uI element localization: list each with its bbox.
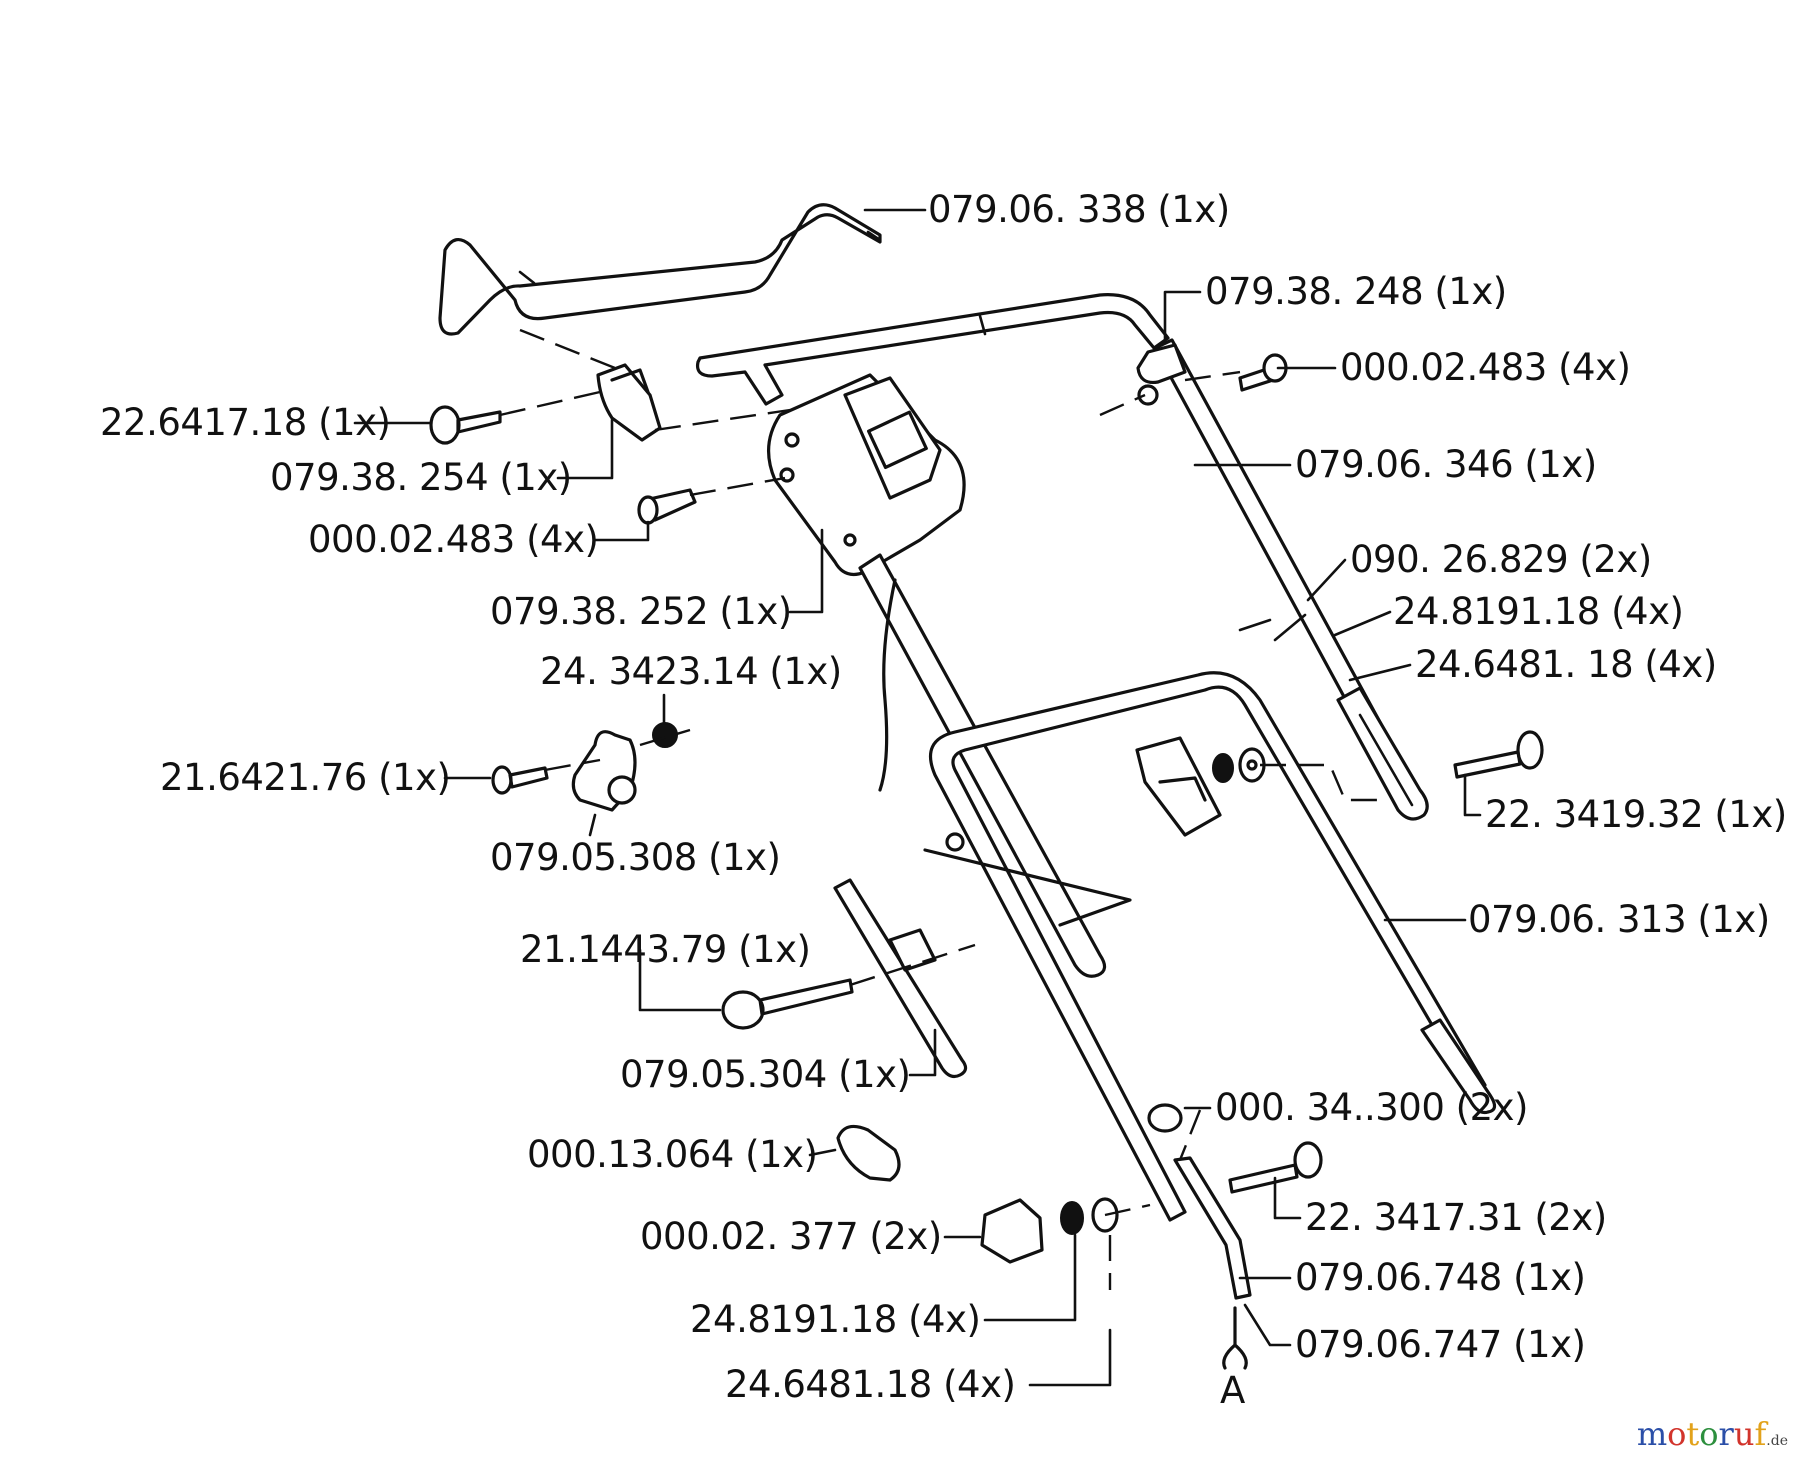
watermark-logo: motoruf.de — [1637, 1415, 1788, 1453]
label-cap: 000. 34..300 (2x) — [1215, 1086, 1528, 1129]
label-washer-right-1: 24.8191.18 (4x) — [1393, 590, 1683, 633]
label-bolt-lower: 22. 3417.31 (2x) — [1305, 1196, 1607, 1239]
watermark-letter: o — [1667, 1415, 1687, 1453]
label-washer-lower-1: 24.8191.18 (4x) — [690, 1298, 980, 1341]
watermark-letter: o — [1699, 1415, 1719, 1453]
watermark-letter: m — [1636, 1415, 1668, 1453]
switch-button — [867, 410, 928, 470]
adjuster-rod — [833, 878, 968, 1079]
bolt-right-head — [1516, 730, 1544, 770]
right-clip-hole — [1137, 384, 1159, 406]
bolt-adjuster-head — [721, 990, 765, 1030]
leader-lines — [353, 208, 1482, 1387]
parts-drawing — [429, 203, 1544, 1370]
washer-right-1 — [1212, 753, 1234, 783]
lower-frame-hole — [945, 832, 965, 852]
bolt-lower-head — [1293, 1141, 1323, 1179]
cable-tie-2 — [1273, 613, 1307, 642]
watermark-letter: r — [1718, 1415, 1734, 1453]
left-clip — [596, 363, 662, 442]
label-nut-small: 24. 3423.14 (1x) — [540, 650, 842, 693]
power-cable — [878, 578, 897, 792]
label-knob: 000.13.064 (1x) — [527, 1133, 817, 1176]
label-screw-left: 000.02.483 (4x) — [308, 518, 598, 561]
label-washer-right-2: 24.6481. 18 (4x) — [1415, 643, 1717, 686]
part-labels: 079.06. 338 (1x) 079.38. 248 (1x) 000.02… — [100, 188, 1787, 1412]
label-knob-lower: 000.02. 377 (2x) — [640, 1215, 942, 1258]
left-lower-tube — [858, 553, 1107, 978]
label-screw-left-top: 22.6417.18 (1x) — [100, 401, 390, 444]
watermark-brand: motoruf — [1637, 1415, 1766, 1453]
label-bolt-adjuster: 21.1443.79 (1x) — [520, 928, 810, 971]
upper-handle-frame — [695, 293, 1170, 406]
label-top-bar: 079.06. 338 (1x) — [928, 188, 1230, 231]
label-washer-lower-2: 24.6481.18 (4x) — [725, 1363, 1015, 1406]
label-adjuster: 079.05.304 (1x) — [620, 1053, 910, 1096]
label-lower-right-tube: 079.06. 313 (1x) — [1468, 898, 1770, 941]
label-upper-right-tube: 079.06. 346 (1x) — [1295, 443, 1597, 486]
watermark-letter: f — [1754, 1415, 1767, 1453]
label-cable-tie: 090. 26.829 (2x) — [1350, 538, 1652, 581]
lower-lever — [1173, 1156, 1252, 1300]
label-screw-clamp: 21.6421.76 (1x) — [160, 756, 450, 799]
slider-block — [1135, 736, 1222, 837]
switch-box-hole-3 — [843, 533, 857, 547]
label-clip-right: 079.38. 248 (1x) — [1205, 270, 1507, 313]
crossbar-wire — [923, 848, 1132, 927]
label-switch-box: 079.38. 252 (1x) — [490, 590, 792, 633]
adjuster-block — [888, 928, 937, 972]
top-handle-bar — [438, 203, 882, 336]
cable-tie-1 — [1238, 618, 1272, 632]
screw-left-top — [429, 405, 461, 445]
cap — [1147, 1103, 1183, 1133]
nut-small — [652, 722, 678, 748]
washer-lower-1 — [1060, 1201, 1084, 1235]
hook — [1222, 1306, 1248, 1370]
lower-grip-sleeve — [1420, 1018, 1497, 1115]
right-clip — [1136, 343, 1187, 385]
label-bolt-right: 22. 3419.32 (1x) — [1485, 793, 1787, 836]
switch-box-hole-1 — [784, 432, 800, 448]
watermark-letter: u — [1733, 1415, 1755, 1453]
knob — [836, 1124, 901, 1182]
watermark-tld: .de — [1766, 1433, 1788, 1449]
label-lever: 079.06.748 (1x) — [1295, 1256, 1585, 1299]
assembly-guides — [499, 328, 1380, 1290]
label-cable-clamp: 079.05.308 (1x) — [490, 836, 780, 879]
screw-clamp — [491, 765, 513, 795]
knob-lower — [980, 1198, 1044, 1264]
label-arrow-a: A — [1220, 1369, 1245, 1412]
watermark-letter: t — [1686, 1415, 1700, 1453]
label-screw-right: 000.02.483 (4x) — [1340, 346, 1630, 389]
label-hook: 079.06.747 (1x) — [1295, 1323, 1585, 1366]
label-clip-left: 079.38. 254 (1x) — [270, 456, 572, 499]
lower-handle-frame — [928, 671, 1487, 1222]
